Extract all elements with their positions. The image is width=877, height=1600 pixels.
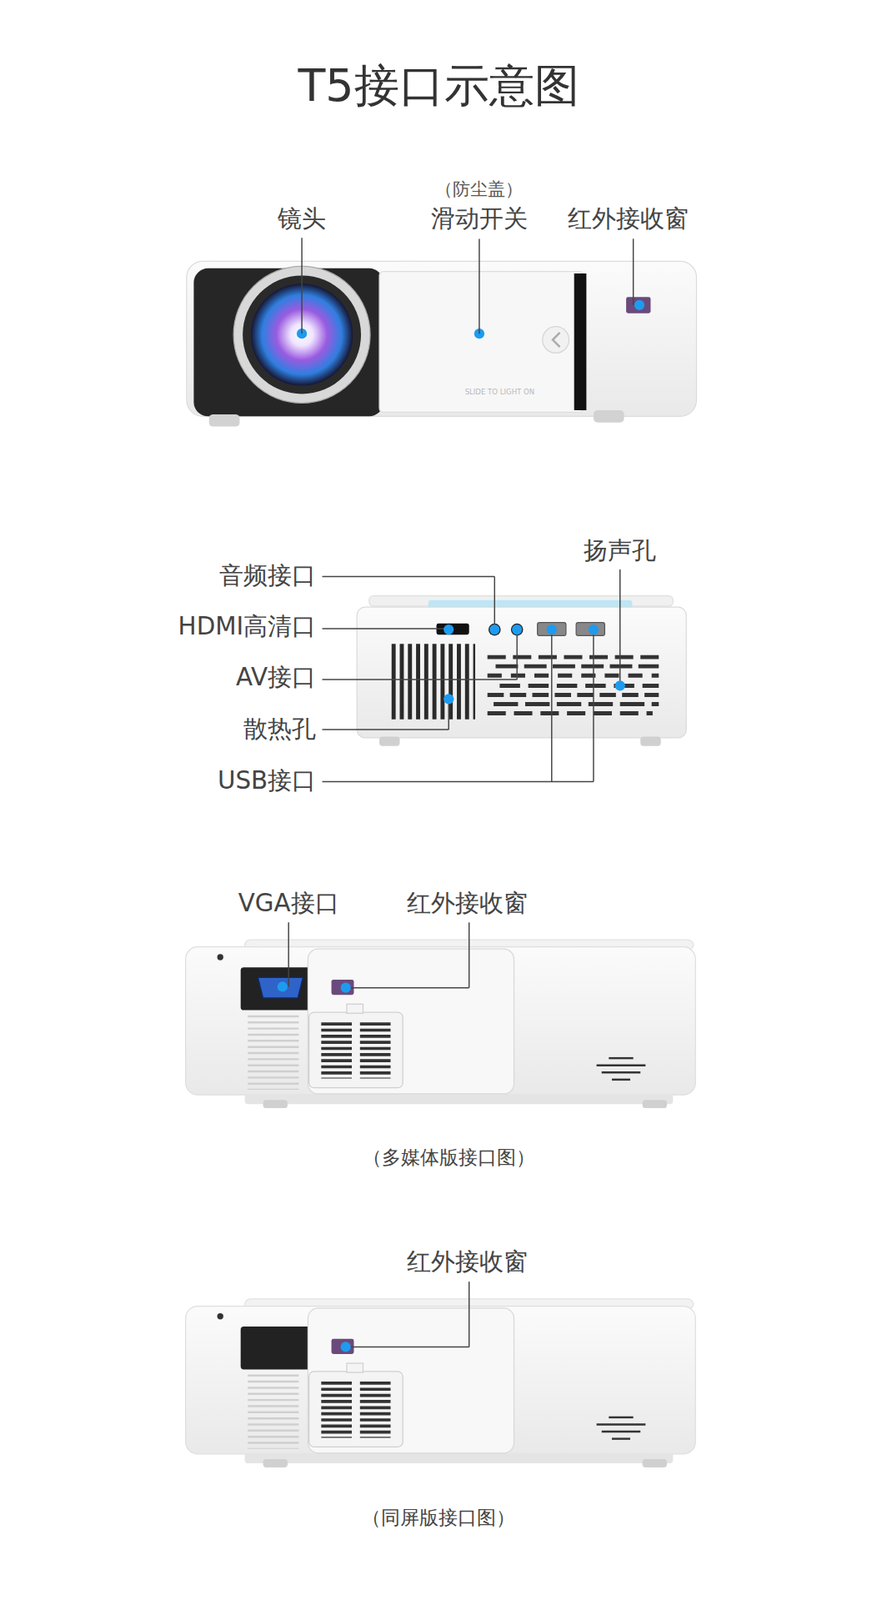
diagram-title: T5接口示意图 — [297, 60, 579, 112]
part-label: 散热孔 — [243, 715, 316, 744]
figure-caption: （多媒体版接口图） — [362, 1146, 536, 1169]
part-label: 红外接收窗 — [406, 889, 528, 918]
part-label: USB接口 — [217, 766, 316, 796]
part-label: 红外接收窗 — [567, 205, 689, 234]
part-label: VGA接口 — [238, 889, 340, 918]
part-label: HDMI高清口 — [178, 612, 317, 642]
part-label: 镜头 — [277, 205, 326, 234]
part-label: 红外接收窗 — [406, 1248, 528, 1278]
part-label: 滑动开关 — [430, 205, 528, 234]
part-label: 音频接口 — [219, 561, 316, 591]
part-label: AV接口 — [235, 664, 316, 693]
part-note: （防尘盖） — [435, 180, 523, 201]
printed-marking: SLIDE TO LIGHT ON — [465, 388, 535, 397]
part-label: 扬声孔 — [583, 536, 657, 566]
figure-caption: （同屏版接口图） — [361, 1506, 516, 1529]
